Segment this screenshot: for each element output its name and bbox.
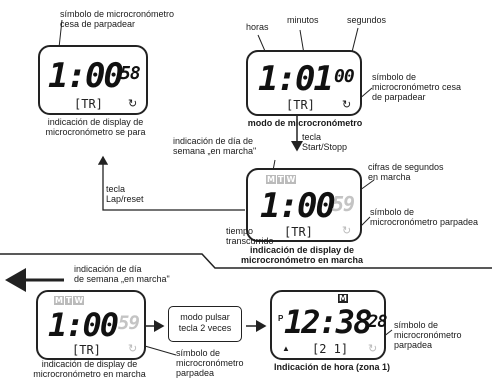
caption-tl: indicación de display de microcronómetro…	[45, 117, 146, 137]
display-mid-seconds: 59	[332, 192, 355, 216]
label-tecla-start: tecla Start/Stopp	[302, 132, 348, 152]
display-tl: 1:00 58 [TR] ↻	[38, 45, 148, 115]
display-br-top-marker: M	[338, 294, 348, 303]
display-bl-main-digits: 1:00	[48, 306, 119, 344]
display-tl-seconds: 58	[120, 63, 141, 84]
stopwatch-icon: ↻	[342, 224, 352, 237]
stopwatch-icon: ↻	[368, 342, 378, 355]
label-dia-marcha-mid: indicación de día de semana „en marcha"	[173, 136, 257, 156]
caption-hora: Indicación de hora (zona 1)	[273, 362, 390, 372]
display-tr-main-digits: 1:01	[258, 59, 334, 99]
label-cifras: cifras de segundos en marcha	[368, 162, 444, 182]
label-segundos: segundos	[347, 15, 387, 25]
display-br: M P 12:38 28 ▲ [2 1] ↻	[270, 290, 388, 360]
caption-bl: indicación de display de microcronómetro…	[33, 359, 146, 379]
display-tr-seconds: 00	[334, 66, 355, 87]
label-horas: horas	[246, 22, 269, 32]
display-mid-main-digits: 1:00	[260, 186, 336, 226]
label-tr-symbol: símbolo de microcronómetro cesa de parpa…	[372, 72, 462, 102]
alarm-indicator-icon: ▲	[282, 344, 290, 353]
display-br-mode: [2 1]	[312, 342, 349, 356]
display-tl-mode: [TR]	[74, 97, 103, 111]
stopwatch-icon: ↻	[128, 97, 138, 110]
display-br-main-digits: 12:38	[284, 303, 372, 341]
caption-mid: indicación de display de microcronómetro…	[240, 245, 364, 265]
label-mid-symbol: símbolo de microcronómetro parpadea	[370, 207, 479, 227]
display-tl-main-digits: 1:00	[48, 56, 124, 96]
label-minutos: minutos	[287, 15, 319, 25]
label-br-symbol: símbolo de microcronómetro parpadea	[394, 320, 462, 350]
label-dia-marcha-bottom: indicación de día de semana „en marcha"	[74, 264, 170, 284]
stopwatch-icon: ↻	[128, 342, 138, 355]
display-bl-seconds: 59	[118, 312, 140, 334]
modo-pulsar-box: modo pulsar tecla 2 veces	[168, 306, 242, 342]
label-tl-symbol: símbolo de microcronómetro cesa de parpa…	[60, 9, 175, 29]
label-bl-symbol: símbolo de microcronómetro parpadea	[176, 348, 244, 378]
display-br-pm-indicator: P	[278, 314, 284, 323]
label-modo: modo de microcronómetro	[247, 118, 363, 128]
display-tr-mode: [TR]	[286, 98, 315, 112]
label-tecla-lap: tecla Lap/reset	[106, 184, 144, 204]
display-tr: 1:01 00 [TR] ↻	[246, 50, 362, 116]
label-tiempo: tiempo transcurrido	[226, 226, 274, 246]
display-br-seconds: 28	[368, 312, 388, 332]
display-bl-mode: [TR]	[72, 343, 101, 357]
display-mid-mode: [TR]	[284, 225, 313, 239]
stopwatch-icon: ↻	[342, 98, 352, 111]
